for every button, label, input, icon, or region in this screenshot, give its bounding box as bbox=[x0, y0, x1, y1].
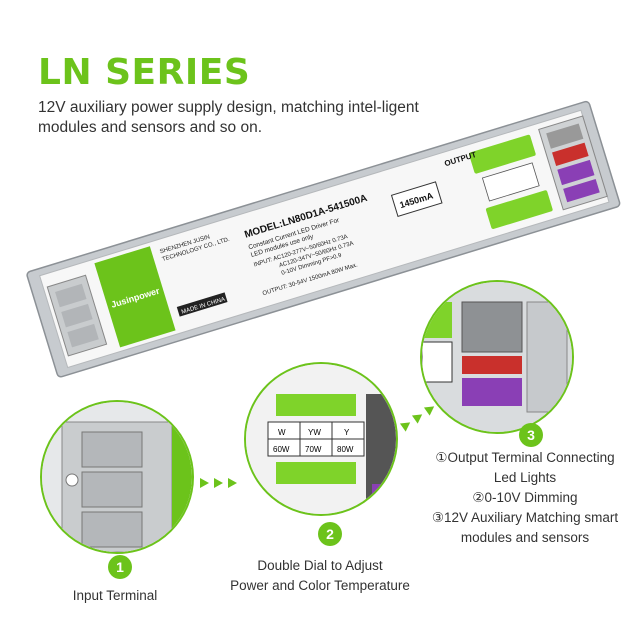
arrow-3 bbox=[228, 478, 237, 488]
svg-text:Y: Y bbox=[344, 428, 350, 437]
svg-text:70W: 70W bbox=[305, 445, 322, 454]
output-features: ①Output Terminal Connecting Led Lights ②… bbox=[420, 448, 630, 548]
caption-input-terminal: Input Terminal bbox=[72, 588, 158, 603]
caption-dial-line2: Power and Color Temperature bbox=[230, 578, 410, 593]
feature-line-2: Led Lights bbox=[493, 470, 557, 485]
svg-text:YW: YW bbox=[308, 428, 321, 437]
feature-line-5: modules and sensors bbox=[460, 530, 590, 545]
caption-dial-line1: Double Dial to Adjust bbox=[257, 558, 383, 573]
svg-text:60W: 60W bbox=[273, 445, 290, 454]
feature-line-1: ①Output Terminal Connecting bbox=[435, 450, 615, 465]
feature-line-3: ②0-10V Dimming bbox=[472, 490, 578, 505]
svg-text:80W: 80W bbox=[337, 445, 354, 454]
badge-3: 3 bbox=[519, 423, 543, 447]
badge-2: 2 bbox=[318, 522, 342, 546]
page-title: LN SERIES bbox=[38, 52, 251, 93]
dial-closeup: W YW Y 60W 70W 80W bbox=[246, 364, 396, 514]
arrow-2 bbox=[214, 478, 223, 488]
feature-line-4: ③12V Auxiliary Matching smart bbox=[431, 510, 619, 525]
callout-double-dial: W YW Y 60W 70W 80W bbox=[244, 362, 398, 516]
callout-output-terminal bbox=[420, 280, 574, 434]
badge-1: 1 bbox=[108, 555, 132, 579]
arrow-1 bbox=[200, 478, 209, 488]
callout-input-terminal bbox=[40, 400, 194, 554]
page-subtitle: 12V auxiliary power supply design, match… bbox=[38, 99, 419, 136]
input-terminal-closeup bbox=[42, 402, 192, 552]
svg-text:W: W bbox=[278, 428, 286, 437]
output-terminal-closeup bbox=[422, 282, 572, 432]
